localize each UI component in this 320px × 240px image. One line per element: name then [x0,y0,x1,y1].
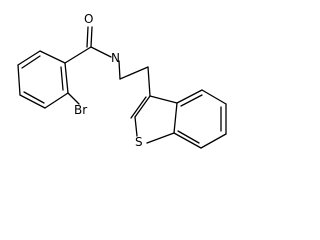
nitrogen-atom-label: N [111,51,120,65]
benzo-bond-1 [176,89,203,104]
thiophene-bond-5 [149,95,178,104]
benzene-bond-5 [17,50,41,66]
benzo-bond-4 [200,133,227,149]
carbonyl-bond-single [90,26,93,48]
thiophene-bond-4 [173,102,178,134]
bonds [17,26,227,149]
molecule-structure-diagram: O N Br S [17,12,227,149]
benzo-double-3 [177,130,200,144]
benzo-double-1 [180,94,203,107]
benzene-bond-1 [64,62,69,94]
bromine-atom-label: Br [74,103,87,117]
benzene-double-2 [23,91,45,104]
carbonyl-to-ring-bond [64,46,92,64]
thiophene-bond-1 [134,95,151,118]
thiophene-bond-2 [134,116,138,137]
benzo-bond-5 [173,132,202,149]
carbonyl-bond-double [86,26,89,48]
benzene-bond-2 [44,92,69,109]
oxygen-atom-label: O [84,12,93,26]
benzene-bond-3 [19,94,46,109]
sulfur-atom-label: S [135,135,143,149]
thiophene-bond-3 [146,132,175,144]
n-ethyl-bond [118,60,121,80]
benzene-double-3 [21,55,41,69]
benzene-bond-6 [39,50,66,64]
ethyl-to-ring-bond [147,66,151,97]
benzo-bond-2 [201,89,227,105]
thiophene-double-1 [130,96,147,119]
amide-bond [90,46,112,58]
ethyl-bond [119,66,149,80]
c-br-bond [67,92,80,105]
benzene-bond-4 [17,64,21,96]
benzene-double-1 [60,66,64,91]
